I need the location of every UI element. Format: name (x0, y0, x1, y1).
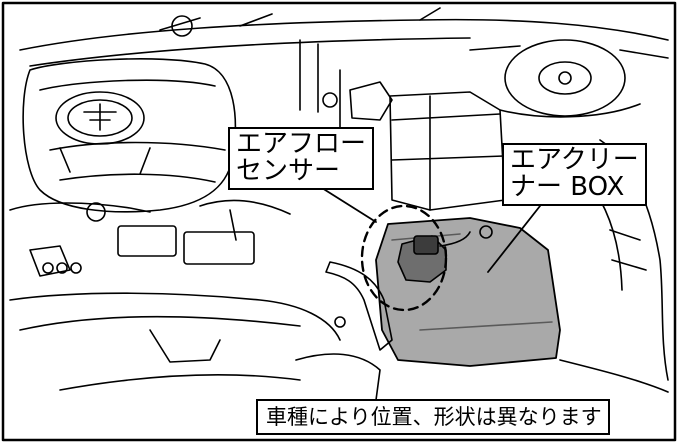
air-flow-sensor-label: エアフロー センサー (228, 127, 375, 190)
air-flow-sensor-label-line1: エアフロー (236, 129, 367, 159)
intake-duct (325, 261, 393, 351)
engine-cover-ridge (39, 79, 216, 91)
hose (199, 199, 291, 241)
strut-lower-line (499, 103, 641, 118)
air-cleaner-box (375, 217, 561, 367)
vehicle-variation-note: 車種により位置、形状は異なります (256, 399, 610, 435)
strut-tower (504, 39, 626, 117)
fuse-box (389, 91, 506, 211)
bolt (334, 316, 346, 328)
hood-line (19, 18, 669, 51)
air-cleaner-box-label-line2: ナー BOX (510, 172, 625, 202)
sensor-highlight-circle (360, 204, 448, 312)
strut-mount (538, 61, 592, 95)
connector-block (117, 225, 177, 257)
lower-line (59, 374, 301, 391)
engine-cover (22, 58, 237, 213)
hood-inner-line (29, 37, 471, 67)
air-cleaner-clip (479, 225, 493, 239)
lower-panel-line (19, 315, 301, 331)
air-cleaner-box-label-line1: エアクリー (510, 145, 639, 175)
bracket (29, 245, 71, 277)
lower-panel-line (9, 292, 341, 341)
logo-mark (83, 103, 117, 131)
engine-cover-ridge (59, 173, 216, 183)
air-cleaner-box-label: エアクリー ナー BOX (502, 143, 647, 206)
engine-oil-cap (67, 99, 133, 137)
engine-oil-cap-ring (55, 91, 145, 145)
lower-structure (149, 329, 221, 363)
bumper-line (559, 359, 669, 393)
engine-cover-detail (59, 147, 151, 175)
leader-line-air-cleaner-box (487, 205, 541, 273)
strut-bolt (558, 71, 572, 85)
connector-block (183, 231, 255, 265)
clip (349, 81, 393, 121)
leader-line-air-flow-sensor (321, 187, 377, 223)
sensor-wire (439, 231, 471, 247)
air-flow-sensor-label-line2: センサー (236, 156, 341, 186)
lower-structure (295, 353, 381, 431)
harness-line (9, 202, 151, 213)
fender-detail (609, 229, 647, 271)
hood-fastener (171, 15, 193, 37)
hood-edge-marks (159, 7, 441, 31)
engine-cover-ridge (49, 141, 226, 151)
bracket-line (299, 39, 341, 141)
air-flow-sensor-connector (413, 235, 439, 255)
body-line (469, 45, 669, 59)
bolt (86, 202, 106, 222)
fuse-box-lines (391, 95, 505, 211)
